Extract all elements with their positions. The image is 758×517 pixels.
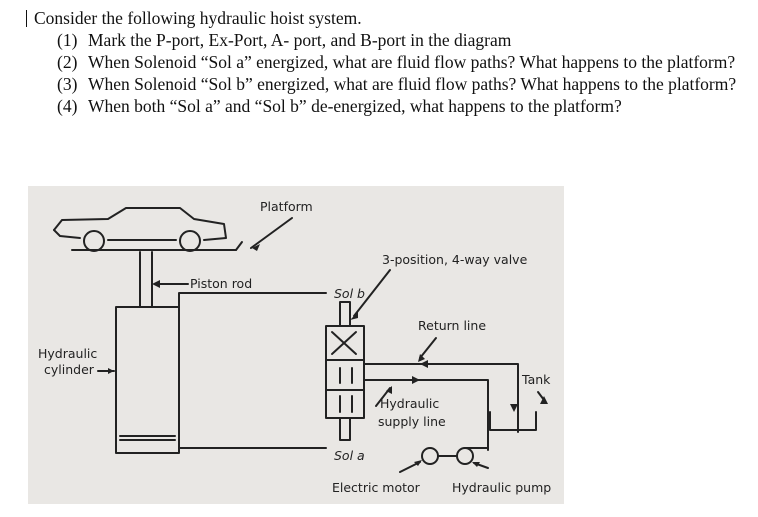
supply-line <box>363 379 489 451</box>
label-platform: Platform <box>260 199 313 214</box>
question-text: When both “Sol a” and “Sol b” de-energiz… <box>88 96 622 116</box>
label-electric-motor: Electric motor <box>332 480 421 495</box>
question-item-2: (2) When Solenoid “Sol a” energized, wha… <box>30 51 745 73</box>
return-line-leader <box>419 337 437 359</box>
car-icon <box>53 207 227 252</box>
question-number: (1) <box>57 30 78 50</box>
arrowhead-icon <box>252 244 260 251</box>
label-tank: Tank <box>521 372 551 387</box>
question-text: When Solenoid “Sol b” energized, what ar… <box>88 74 737 94</box>
label-hydraulic-pump: Hydraulic pump <box>452 480 551 495</box>
arrowhead-icon <box>152 280 160 288</box>
question-item-4: (4) When both “Sol a” and “Sol b” de-ene… <box>30 95 745 117</box>
label-sol-b: Sol b <box>334 286 365 301</box>
platform-leader <box>250 217 293 249</box>
flow-arrow-icon <box>510 404 518 412</box>
label-supply-2: supply line <box>378 414 446 429</box>
label-hydraulic-cylinder-2: cylinder <box>44 362 95 377</box>
question-text: When Solenoid “Sol a” energized, what ar… <box>88 52 736 72</box>
flow-arrow-icon <box>412 376 420 384</box>
arrowhead-icon <box>472 462 480 467</box>
hydraulic-pump <box>437 447 474 465</box>
arrowhead-icon <box>540 396 548 404</box>
platform <box>71 241 243 251</box>
return-line <box>363 363 519 433</box>
arrowhead-icon <box>414 460 422 466</box>
question-number: (3) <box>57 74 78 94</box>
label-piston-rod: Piston rod <box>190 276 252 291</box>
question-block: Consider the following hydraulic hoist s… <box>26 7 745 117</box>
question-number: (2) <box>57 52 78 72</box>
label-valve: 3-position, 4-way valve <box>382 252 528 267</box>
tank <box>489 411 537 431</box>
arrowhead-icon <box>108 368 114 374</box>
hydraulic-cylinder <box>115 306 180 454</box>
piston-rod <box>139 251 153 308</box>
hydraulic-hoist-diagram: Platform Piston rod Hydraulic cylinder 3… <box>28 186 564 504</box>
cylinder-lines <box>178 292 327 449</box>
question-item-3: (3) When Solenoid “Sol b” energized, wha… <box>30 73 745 95</box>
question-title: Consider the following hydraulic hoist s… <box>34 8 362 28</box>
arrowhead-icon <box>350 312 358 320</box>
valve-leader <box>353 269 391 317</box>
text-cursor <box>26 10 27 27</box>
arrowhead-icon <box>418 354 425 362</box>
arrowhead-icon <box>386 386 392 394</box>
label-supply-1: Hydraulic <box>380 396 439 411</box>
label-hydraulic-cylinder-1: Hydraulic <box>38 346 97 361</box>
directional-valve <box>325 301 365 441</box>
question-text: Mark the P-port, Ex-Port, A- port, and B… <box>88 30 512 50</box>
question-number: (4) <box>57 96 78 116</box>
diagram-svg: Platform Piston rod Hydraulic cylinder 3… <box>38 199 551 495</box>
question-item-1: (1) Mark the P-port, Ex-Port, A- port, a… <box>30 29 745 51</box>
flow-arrow-icon <box>420 360 428 368</box>
label-sol-a: Sol a <box>334 448 365 463</box>
label-return-line: Return line <box>418 318 486 333</box>
electric-motor <box>421 447 439 465</box>
